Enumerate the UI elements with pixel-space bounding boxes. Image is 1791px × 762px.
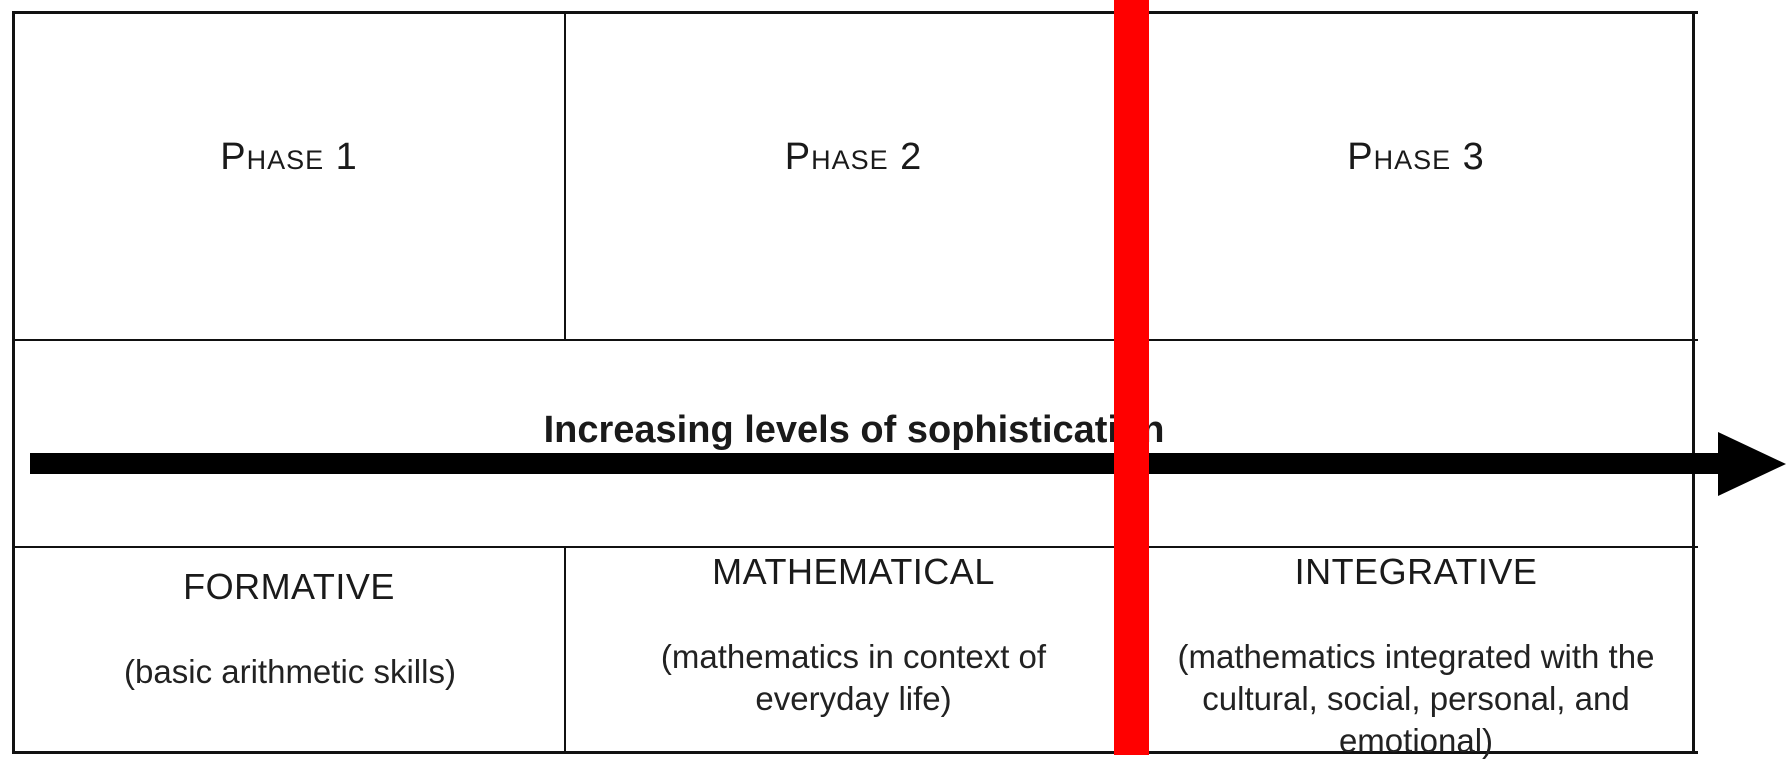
table-border-bottom bbox=[12, 751, 1698, 754]
phase-1-label: Phase 1 bbox=[220, 136, 358, 178]
table-border-top bbox=[12, 11, 1698, 14]
stage-3-description: (mathematics integrated with the cultura… bbox=[1177, 638, 1655, 759]
red-overlay-bar bbox=[1114, 0, 1149, 755]
progression-arrow-head-icon bbox=[1718, 432, 1786, 496]
column-divider-1-bottom bbox=[564, 546, 566, 754]
phase-2-label: Phase 2 bbox=[784, 136, 923, 178]
progression-arrow-shaft bbox=[30, 453, 1730, 474]
stage-3-name: INTEGRATIVE bbox=[1294, 551, 1538, 592]
phase-3-label: Phase 3 bbox=[1347, 136, 1485, 178]
progression-label: Increasing levels of sophistication bbox=[543, 409, 1165, 451]
row-divider-phases bbox=[12, 339, 1698, 341]
table-border-right bbox=[1692, 11, 1695, 754]
stage-2-description: (mathematics in context of everyday life… bbox=[660, 638, 1047, 717]
table-border-left bbox=[12, 11, 15, 754]
stage-1-name: FORMATIVE bbox=[183, 566, 395, 607]
stage-1-description: (basic arithmetic skills) bbox=[124, 653, 456, 690]
row-divider-stages bbox=[12, 546, 1698, 548]
stage-2-name: MATHEMATICAL bbox=[712, 551, 995, 592]
column-divider-1-top bbox=[564, 11, 566, 340]
